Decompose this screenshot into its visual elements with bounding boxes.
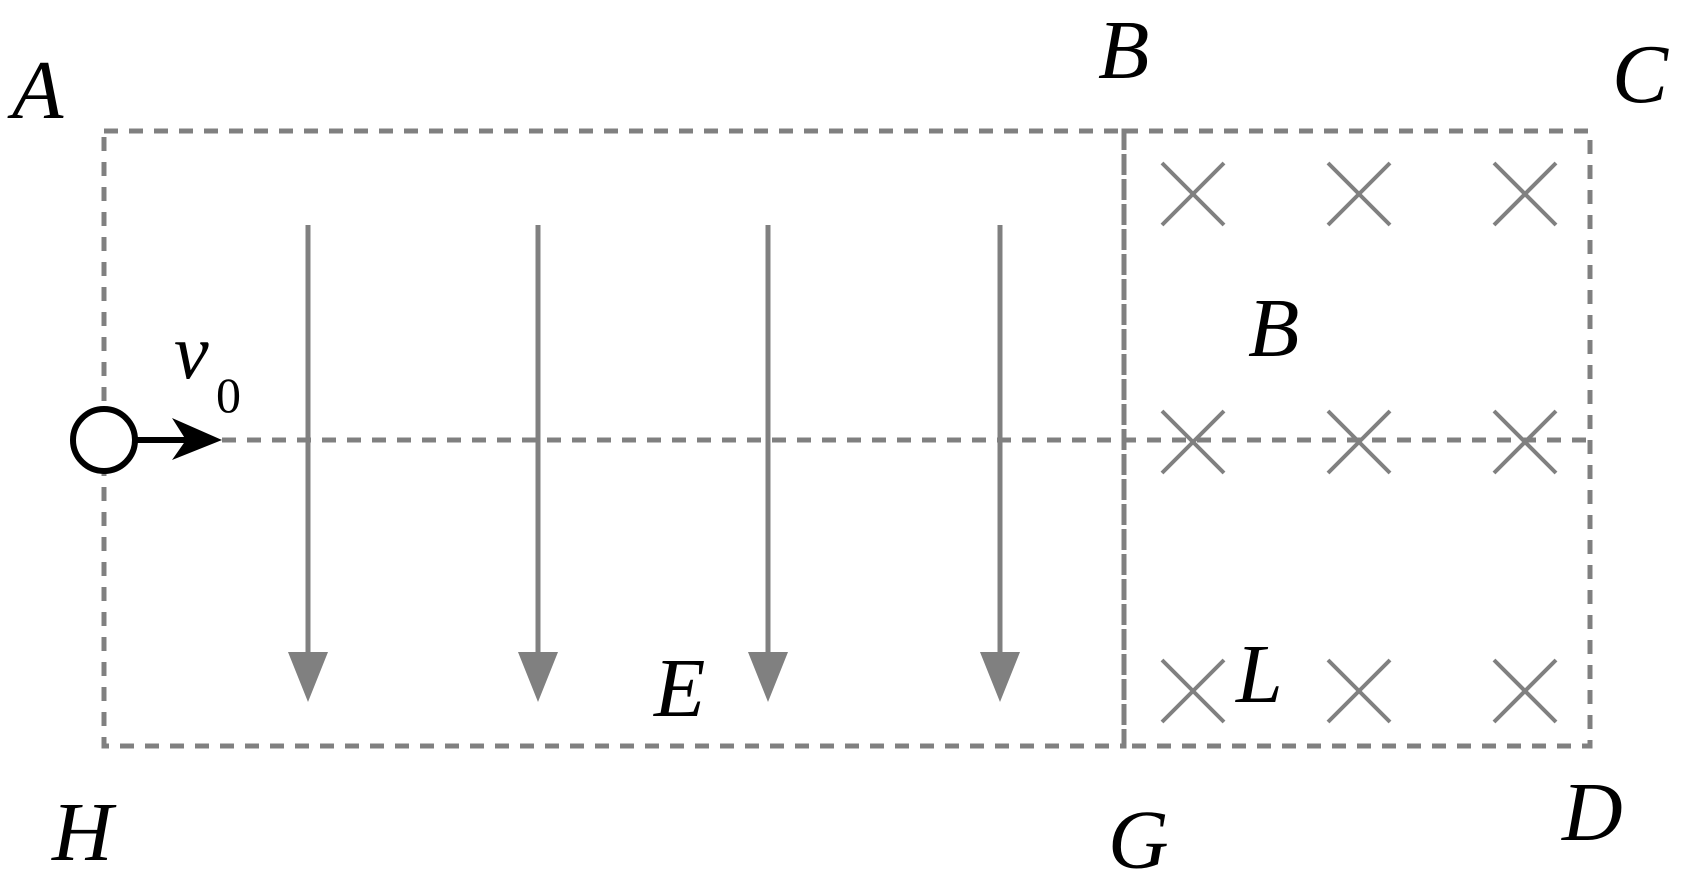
electric-field-lines [288, 225, 1020, 702]
label-length-l: L [1235, 628, 1283, 721]
label-velocity-subscript: 0 [216, 367, 241, 423]
label-a: A [7, 44, 64, 137]
cross-mark [1160, 409, 1226, 475]
label-velocity-v: v [174, 308, 209, 395]
field-arrow-3 [748, 225, 788, 702]
label-c: C [1612, 28, 1669, 121]
particle-circle [70, 406, 138, 474]
label-g: G [1108, 794, 1169, 878]
label-magnetic-field-b: B [1248, 282, 1299, 375]
charged-particle [70, 406, 222, 474]
cross-mark [1326, 658, 1392, 724]
velocity-arrow-head [172, 418, 222, 460]
cross-mark [1326, 161, 1392, 227]
magnetic-field-crosses [1160, 161, 1558, 724]
cross-mark [1492, 161, 1558, 227]
label-d: D [1561, 766, 1623, 859]
cross-mark [1160, 658, 1226, 724]
field-arrow-2 [518, 225, 558, 702]
cross-mark [1492, 658, 1558, 724]
label-b-top: B [1098, 4, 1149, 97]
label-h: H [51, 786, 117, 878]
cross-mark [1326, 409, 1392, 475]
cross-mark [1492, 409, 1558, 475]
field-arrow-1 [288, 225, 328, 702]
field-arrow-4 [980, 225, 1020, 702]
label-electric-field-e: E [653, 642, 705, 735]
cross-mark [1160, 161, 1226, 227]
